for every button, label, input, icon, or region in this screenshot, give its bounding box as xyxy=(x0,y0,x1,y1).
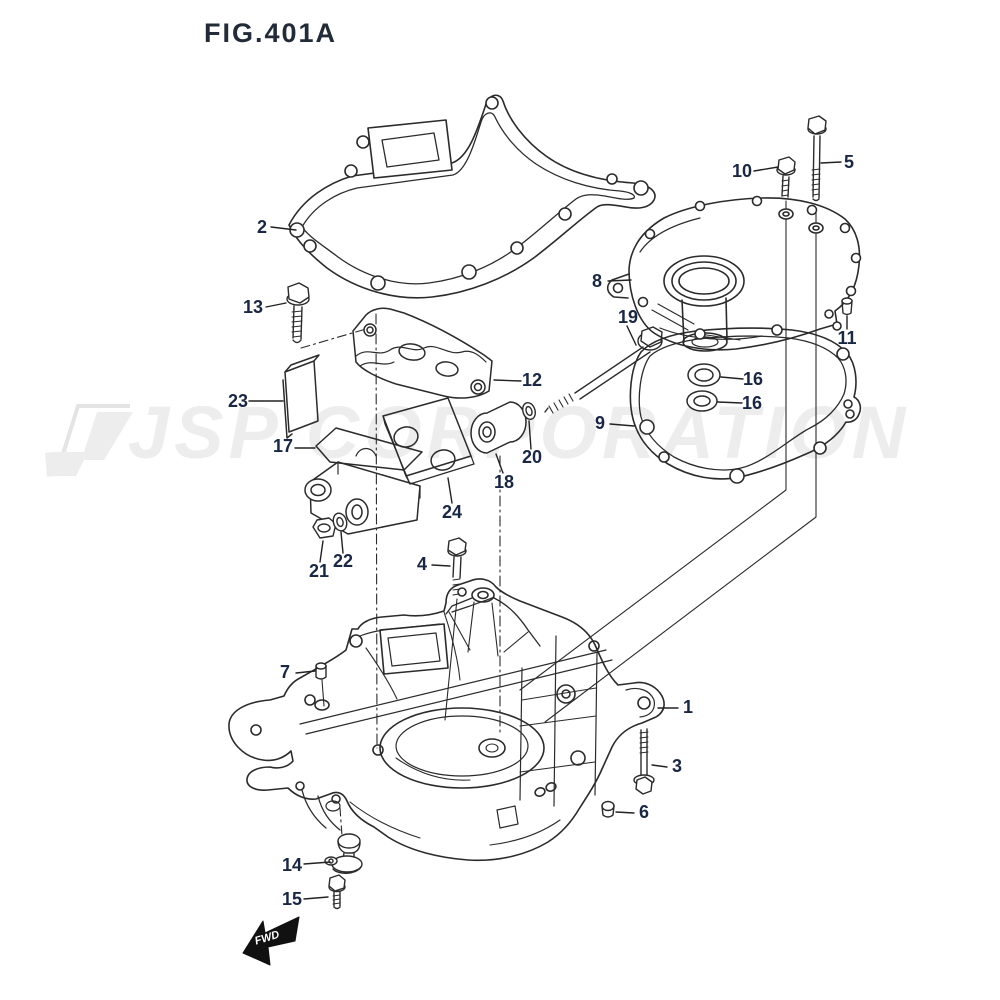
part-callout-5: 5 xyxy=(843,152,855,172)
leader-line-24 xyxy=(447,477,453,504)
leader-line-21 xyxy=(319,540,324,563)
part-callout-1: 1 xyxy=(682,697,694,717)
leader-line-16 xyxy=(720,376,744,380)
leader-line-15 xyxy=(303,896,329,900)
leader-line-6 xyxy=(615,811,635,814)
leader-line-18 xyxy=(495,453,504,474)
leader-line-5 xyxy=(820,161,842,164)
leader-line-14 xyxy=(303,861,331,865)
leader-line-13 xyxy=(265,302,287,308)
part-3-bolt xyxy=(633,728,655,795)
part-14-anode xyxy=(324,833,363,874)
part-21-nut xyxy=(312,517,337,539)
leader-line-3 xyxy=(651,764,668,768)
part-callout-16: 16 xyxy=(742,369,764,389)
leader-lines xyxy=(248,161,848,900)
leader-line-16 xyxy=(717,401,743,404)
part-callout-9: 9 xyxy=(594,413,606,433)
part-6-plug xyxy=(601,800,615,818)
part-2-gasket xyxy=(288,94,656,299)
part-callout-3: 3 xyxy=(671,756,683,776)
part-callout-4: 4 xyxy=(416,554,428,574)
assembly-lines xyxy=(300,200,817,837)
part-callout-24: 24 xyxy=(441,502,463,522)
part-callout-12: 12 xyxy=(521,370,543,390)
part-callout-20: 20 xyxy=(521,447,543,467)
part-23-plate xyxy=(282,354,320,439)
part-4-bolt xyxy=(447,537,467,596)
part-17-mount xyxy=(304,427,423,535)
part-callout-16: 16 xyxy=(741,393,763,413)
part-15-bolt xyxy=(328,874,346,910)
part-callout-14: 14 xyxy=(281,855,303,875)
part-callout-18: 18 xyxy=(493,472,515,492)
part-24-plate xyxy=(382,397,475,485)
part-19-bolt xyxy=(544,326,663,414)
part-callout-13: 13 xyxy=(242,297,264,317)
leader-line-22 xyxy=(340,531,344,554)
part-callout-6: 6 xyxy=(638,802,650,822)
part-callout-11: 11 xyxy=(837,328,857,348)
leader-line-8 xyxy=(607,279,632,282)
part-12-mount-bracket xyxy=(352,307,493,399)
leader-line-12 xyxy=(493,379,522,382)
fwd-arrow: FWD xyxy=(242,916,300,966)
leader-line-10 xyxy=(753,166,779,172)
part-16-oring-upper xyxy=(687,363,721,387)
leader-line-9 xyxy=(609,423,635,427)
leader-line-20 xyxy=(528,420,532,450)
part-callout-22: 22 xyxy=(332,551,354,571)
part-18-bushing xyxy=(470,401,527,454)
part-callout-10: 10 xyxy=(731,161,753,181)
leader-line-19 xyxy=(626,325,637,346)
part-callout-15: 15 xyxy=(281,889,303,909)
figure-title: FIG.401A xyxy=(204,18,338,48)
part-callout-8: 8 xyxy=(591,271,603,291)
part-9-gasket xyxy=(629,324,862,484)
part-5-bolt xyxy=(807,115,827,202)
part-callout-2: 2 xyxy=(256,217,268,237)
leader-line-7 xyxy=(295,670,316,674)
part-callout-7: 7 xyxy=(279,662,291,682)
part-7-pin xyxy=(315,662,327,680)
part-callout-19: 19 xyxy=(617,307,639,327)
leader-line-4 xyxy=(431,564,451,567)
part-16-oring-lower xyxy=(686,390,718,412)
leader-line-2 xyxy=(270,226,297,231)
part-20-washer xyxy=(522,402,536,420)
part-13-bolt xyxy=(286,282,310,344)
part-22-washer xyxy=(332,512,348,532)
part-callout-21: 21 xyxy=(308,561,330,581)
part-1-engine-holder xyxy=(228,578,665,862)
part-callout-23: 23 xyxy=(227,391,249,411)
part-callout-17: 17 xyxy=(272,436,294,456)
part-10-bolt xyxy=(776,156,796,198)
part-11-pin xyxy=(841,297,853,316)
